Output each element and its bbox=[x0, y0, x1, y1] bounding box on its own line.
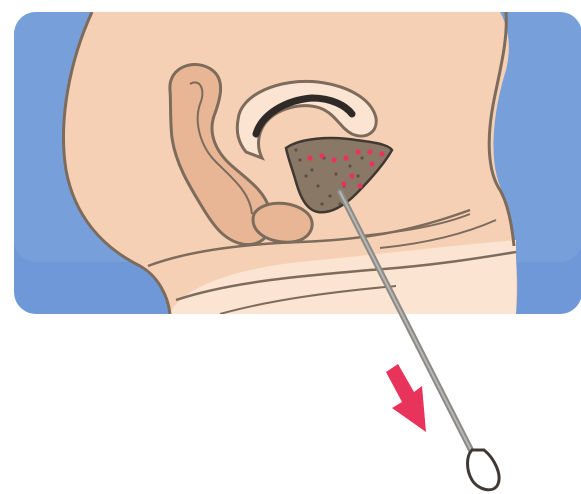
tissue-texture-dot bbox=[328, 194, 331, 197]
sampling-dot bbox=[369, 161, 374, 166]
sampling-dot bbox=[355, 149, 360, 154]
tissue-texture-dot bbox=[334, 172, 337, 175]
sampling-dot bbox=[331, 157, 336, 162]
sampling-dot bbox=[357, 183, 362, 188]
tissue-texture-dot bbox=[338, 202, 341, 205]
tissue-texture-dot bbox=[316, 184, 319, 187]
tissue-texture-dot bbox=[310, 168, 313, 171]
tissue-texture-dot bbox=[356, 174, 359, 177]
tissue-texture-dot bbox=[304, 174, 307, 177]
sampling-dot bbox=[343, 155, 348, 160]
tissue-texture-dot bbox=[360, 156, 363, 159]
sampling-dot bbox=[319, 153, 324, 158]
swab-instrument-icon bbox=[468, 450, 500, 490]
tissue-texture-dot bbox=[294, 148, 297, 151]
sampling-dot bbox=[367, 149, 372, 154]
sampling-dot bbox=[307, 155, 312, 160]
sampling-dot bbox=[349, 173, 354, 178]
pubic-bone bbox=[253, 203, 312, 242]
sampling-dot bbox=[341, 181, 346, 186]
arrow-down-right-icon bbox=[386, 364, 426, 432]
sampling-dot bbox=[379, 151, 384, 156]
tissue-texture-dot bbox=[298, 158, 301, 161]
tissue-texture-dot bbox=[348, 164, 351, 167]
tissue-texture-dot bbox=[320, 202, 323, 205]
